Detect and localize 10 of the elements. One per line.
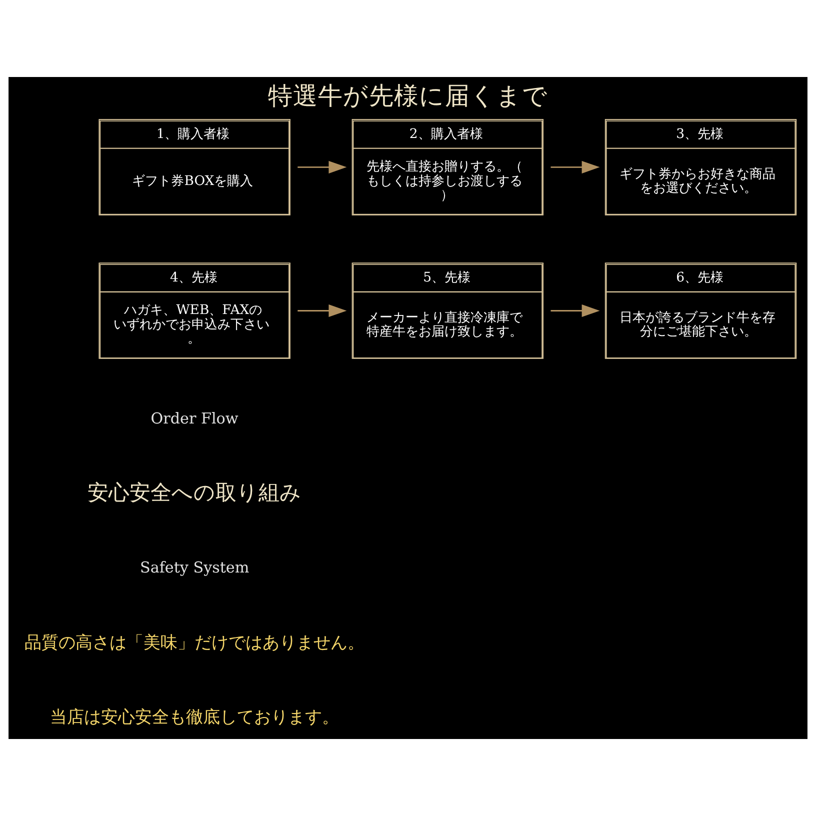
arrow bbox=[550, 304, 600, 318]
label: 品質の高さは「美味」だけではありません。 bbox=[24, 632, 365, 653]
arrow bbox=[298, 160, 347, 174]
arrow bbox=[550, 160, 600, 174]
diagram-title: 特選牛が先様に届くまで bbox=[268, 81, 548, 110]
label: 当店は安心安全も徹底しております。 bbox=[50, 707, 340, 728]
label: Order Flow bbox=[150, 409, 238, 428]
arrow bbox=[298, 304, 347, 318]
label: 安心安全への取り組み bbox=[88, 480, 302, 505]
label: Safety System bbox=[140, 558, 250, 577]
